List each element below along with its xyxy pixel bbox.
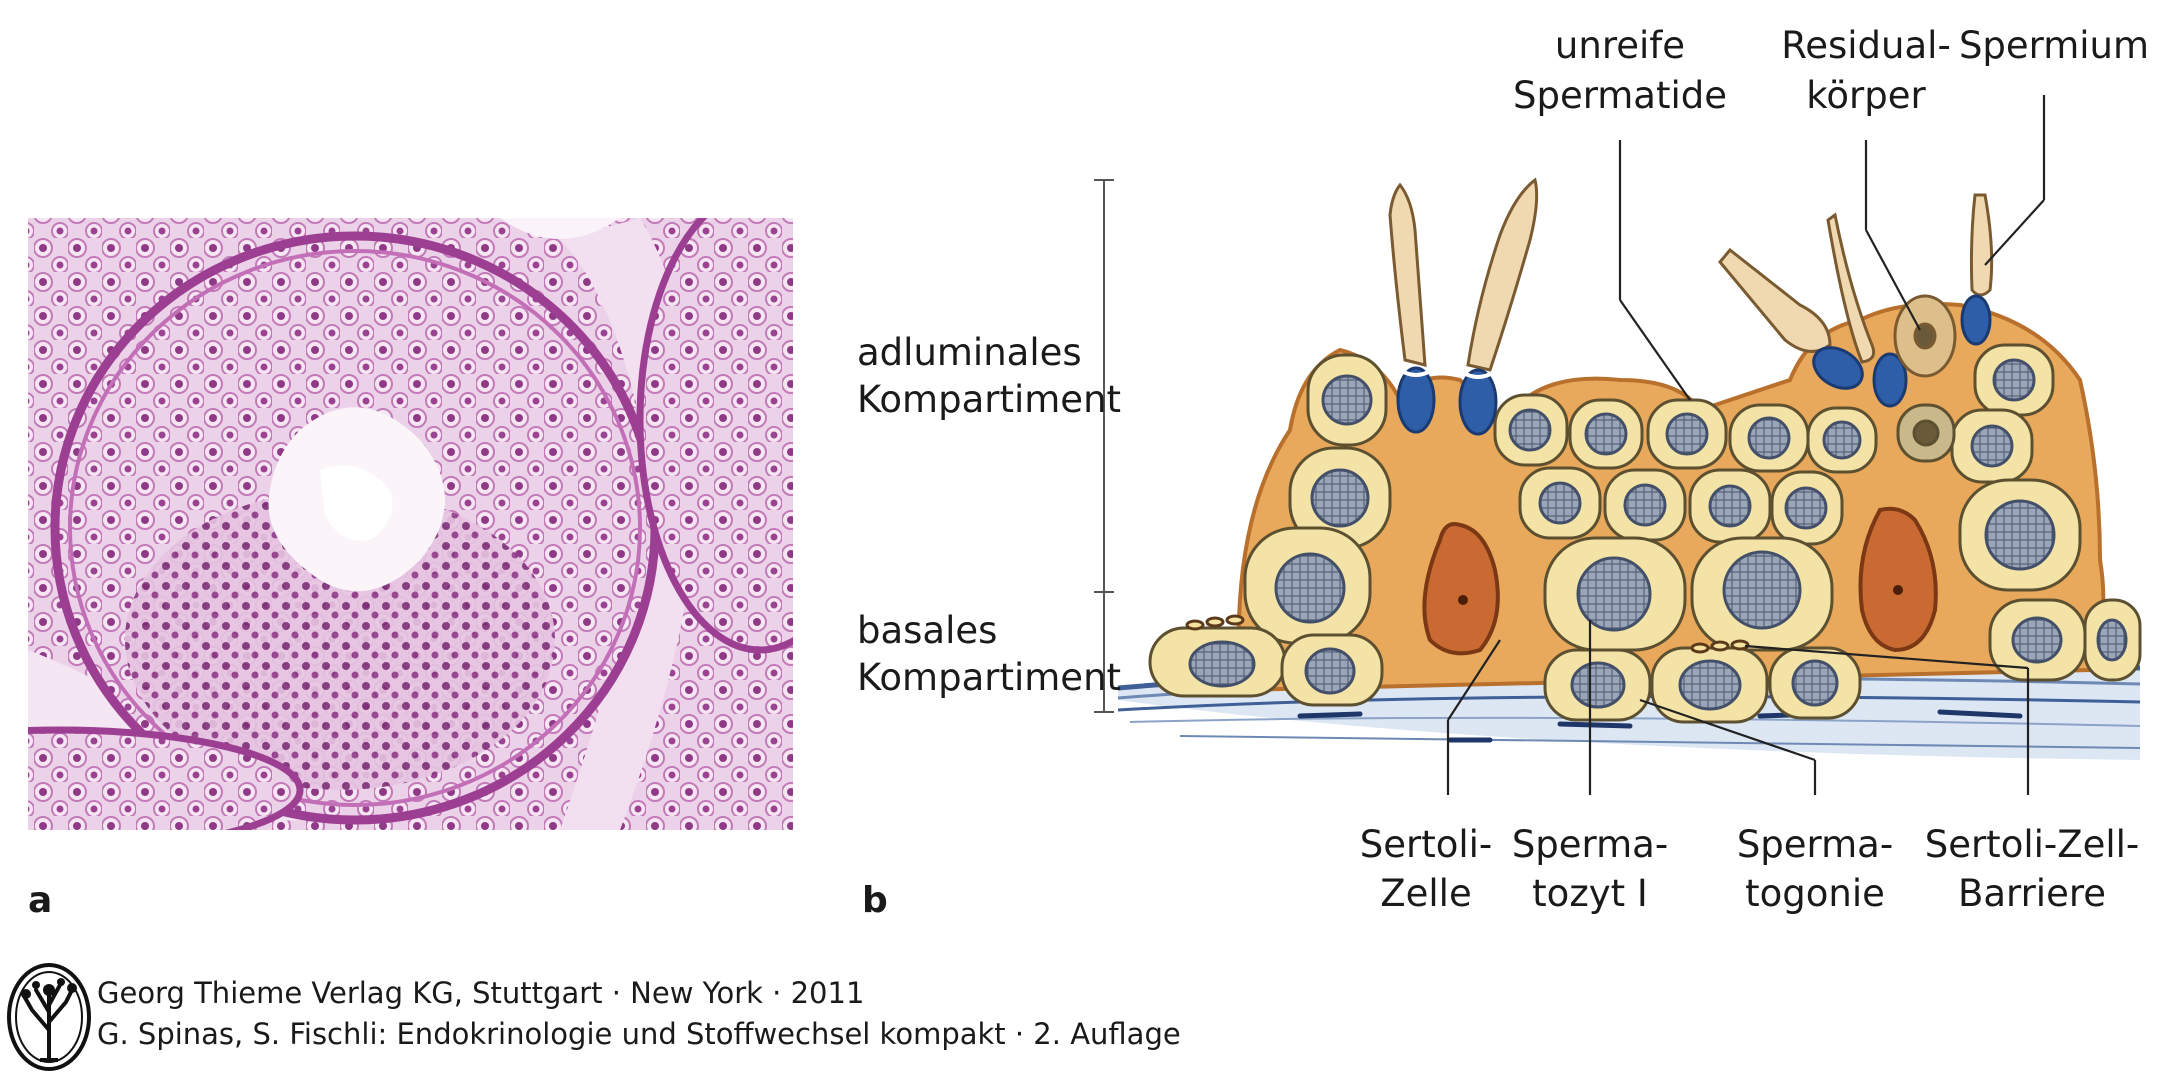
- sertoli-nucleus-left: [1422, 522, 1500, 656]
- label-sertoli-barriere-2: Barriere: [1958, 872, 2106, 915]
- spermatids-left: [1388, 177, 1539, 436]
- credit-line-2: G. Spinas, S. Fischli: Endokrinologie un…: [97, 1017, 1181, 1051]
- label-unreife-spermatide-1: unreife: [1555, 24, 1685, 67]
- label-residualkoerper-1: Residual-: [1781, 24, 1951, 67]
- label-sertoli-barriere-1: Sertoli-Zell-: [1925, 823, 2140, 866]
- label-unreife-spermatide-2: Spermatide: [1513, 74, 1727, 117]
- sertoli-barrier-junctions: [1185, 614, 1750, 654]
- panel-b-letter: b: [862, 880, 888, 921]
- label-sertoli-zelle-2: Zelle: [1380, 872, 1471, 915]
- leader-lines: [1446, 95, 2046, 795]
- label-sertoli-zelle-1: Sertoli-: [1360, 823, 1493, 866]
- sertoli-nucleus-right: [1858, 506, 1938, 653]
- label-spermatogonie-2: togonie: [1745, 872, 1885, 915]
- label-adluminal-2: Kompartiment: [857, 378, 1121, 421]
- label-spermium: Spermium: [1959, 24, 2149, 67]
- label-basal-1: basales: [857, 609, 997, 652]
- label-basal-2: Kompartiment: [857, 656, 1121, 699]
- publisher-logo: [7, 963, 91, 1071]
- label-spermatozyt-1: Sperma-: [1512, 823, 1668, 866]
- histology-micrograph: [28, 218, 793, 830]
- germ-cells: [1148, 343, 2142, 724]
- credit-line-1: Georg Thieme Verlag KG, Stuttgart · New …: [97, 976, 864, 1010]
- label-residualkoerper-2: körper: [1806, 74, 1926, 117]
- spermatids-right: [1718, 193, 1994, 408]
- label-adluminal-1: adluminales: [857, 331, 1082, 374]
- label-spermatozyt-2: tozyt I: [1532, 872, 1648, 915]
- label-spermatogonie-1: Sperma-: [1737, 823, 1893, 866]
- seminiferous-epithelium-diagram: adluminales Kompartiment basales Kompart…: [857, 24, 2149, 915]
- compartment-bracket: [1094, 179, 1114, 713]
- panel-a-letter: a: [28, 880, 52, 921]
